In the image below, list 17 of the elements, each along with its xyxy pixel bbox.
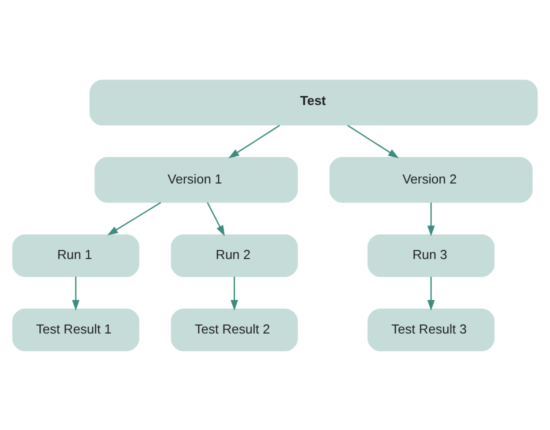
node-box: Version 1 <box>94 156 298 202</box>
node-box: Test Result 2 <box>170 308 298 351</box>
node-box: Test Result 1 <box>12 308 140 351</box>
arrow <box>228 124 280 158</box>
arrow <box>230 276 238 310</box>
node-box: Run 1 <box>12 234 140 276</box>
node-box: Run 2 <box>170 234 298 276</box>
arrow <box>107 202 162 235</box>
arrow <box>347 124 399 158</box>
arrow <box>206 202 225 236</box>
arrow <box>72 276 80 310</box>
node-box: Test <box>90 79 538 125</box>
node-box: Version 2 <box>329 156 533 202</box>
node-box: Run 3 <box>368 234 495 276</box>
arrow <box>427 276 435 310</box>
node-box: Test Result 3 <box>368 308 495 351</box>
arrow <box>427 202 435 236</box>
